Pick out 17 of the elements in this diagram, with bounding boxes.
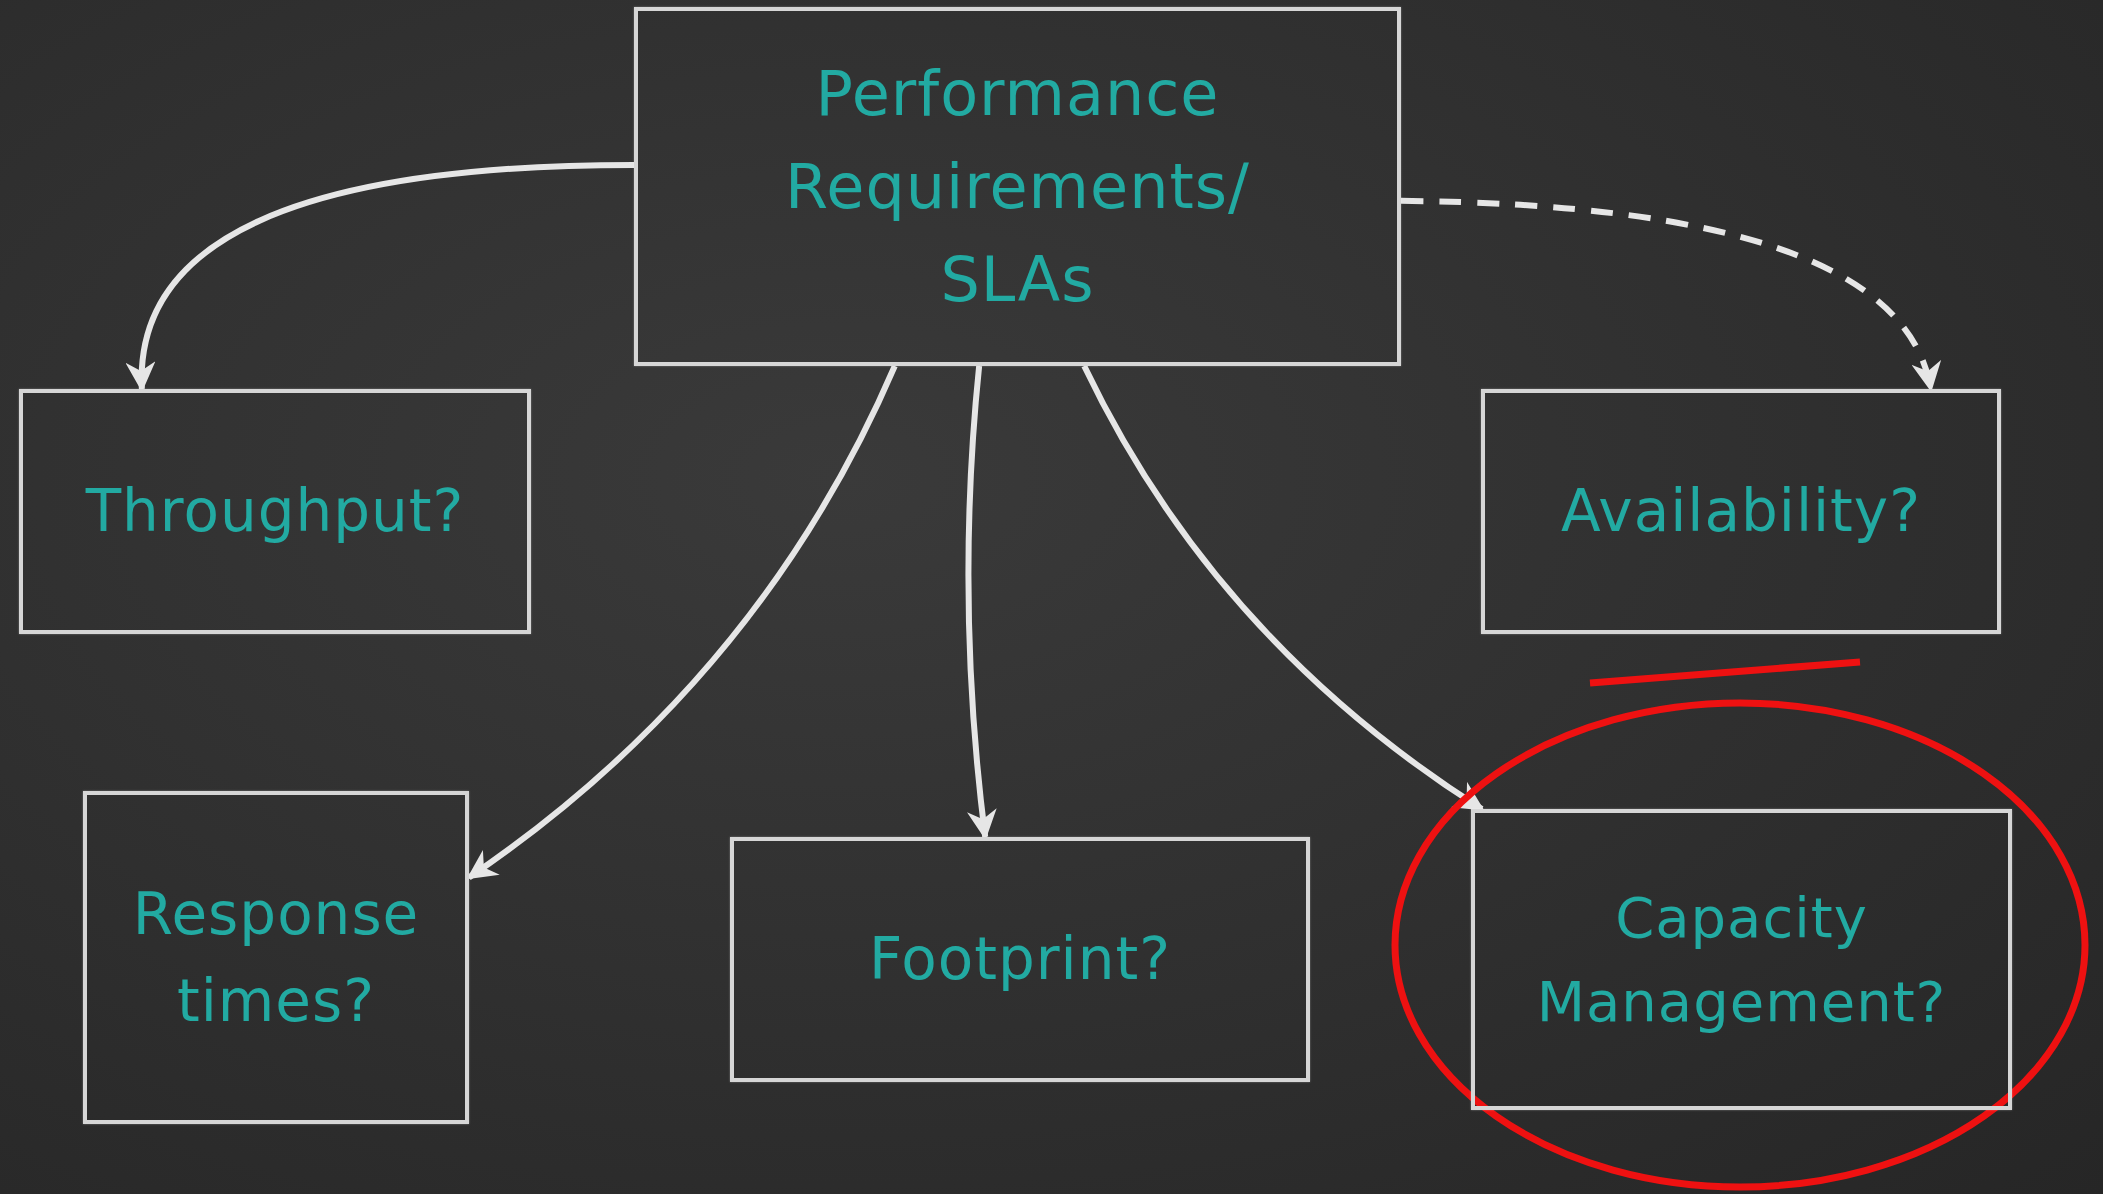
box-label: Capacity Management? xyxy=(1535,883,1948,1036)
arrow xyxy=(1400,197,1938,392)
box-label: Response times? xyxy=(131,878,421,1037)
box xyxy=(1481,389,2001,634)
arrow xyxy=(965,365,997,840)
box xyxy=(634,7,1401,366)
arrow xyxy=(466,364,898,881)
box-label: Availability? xyxy=(1561,476,1921,547)
box-label: Performance Requirements/ SLAs xyxy=(784,56,1251,318)
arrow xyxy=(128,161,635,392)
arrow xyxy=(1081,364,1485,812)
box-label: Throughput? xyxy=(85,476,465,547)
box xyxy=(1471,809,2012,1110)
box xyxy=(19,389,531,634)
box-label: Footprint? xyxy=(868,924,1172,995)
box xyxy=(730,837,1310,1082)
box xyxy=(83,791,469,1124)
